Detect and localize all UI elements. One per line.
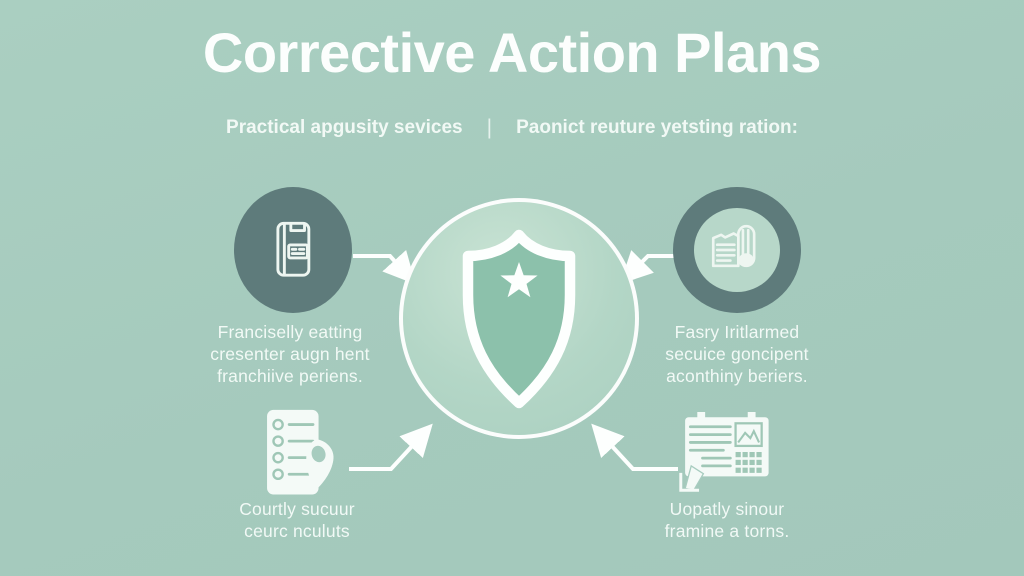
label-line: aconthiny beriers. [666, 366, 808, 386]
subtitle-divider: | [486, 116, 493, 139]
checklist-magnifier-icon [267, 409, 334, 495]
node-label-top-left: Franciselly eatting cresenter augn hent … [180, 321, 400, 387]
subtitle-row: Practical apgusity sevices | Paonict reu… [0, 116, 1024, 140]
notebook-icon [276, 221, 311, 277]
arrow-bottom-right [591, 423, 678, 471]
label-line: franchiive periens. [217, 366, 363, 386]
label-line: cresenter augn hent [210, 344, 370, 364]
node-top-left-circle [234, 187, 352, 313]
shield-star-icon [462, 229, 576, 408]
node-label-bottom-left: Courtly sucuur ceurc nculuts [187, 498, 407, 542]
arrow-bottom-left [349, 423, 433, 471]
document-pencil-icon [711, 224, 756, 268]
node-label-top-right: Fasry Iritlarmed secuice goncipent acont… [627, 321, 847, 387]
label-line: Courtly sucuur [239, 499, 355, 519]
node-label-bottom-right: Uopatly sinour framine a torns. [617, 498, 837, 542]
label-line: framine a torns. [664, 521, 790, 541]
label-line: Uopatly sinour [669, 499, 785, 519]
node-top-right-ring [673, 187, 801, 313]
label-line: ceurc nculuts [244, 521, 350, 541]
page-title: Corrective Action Plans [202, 21, 822, 84]
subtitle-left: Practical apgusity sevices [226, 117, 463, 138]
arrow-top-left [353, 249, 416, 285]
label-line: Franciselly eatting [217, 322, 363, 342]
label-line: secuice goncipent [665, 344, 809, 364]
label-line: Fasry Iritlarmed [674, 322, 800, 342]
subtitle-right: Paonict reuture yetsting ration: [516, 117, 798, 138]
form-pencil-icon [679, 412, 769, 492]
star-icon [500, 261, 538, 297]
arrow-top-right [619, 250, 676, 285]
center-badge [399, 198, 639, 439]
